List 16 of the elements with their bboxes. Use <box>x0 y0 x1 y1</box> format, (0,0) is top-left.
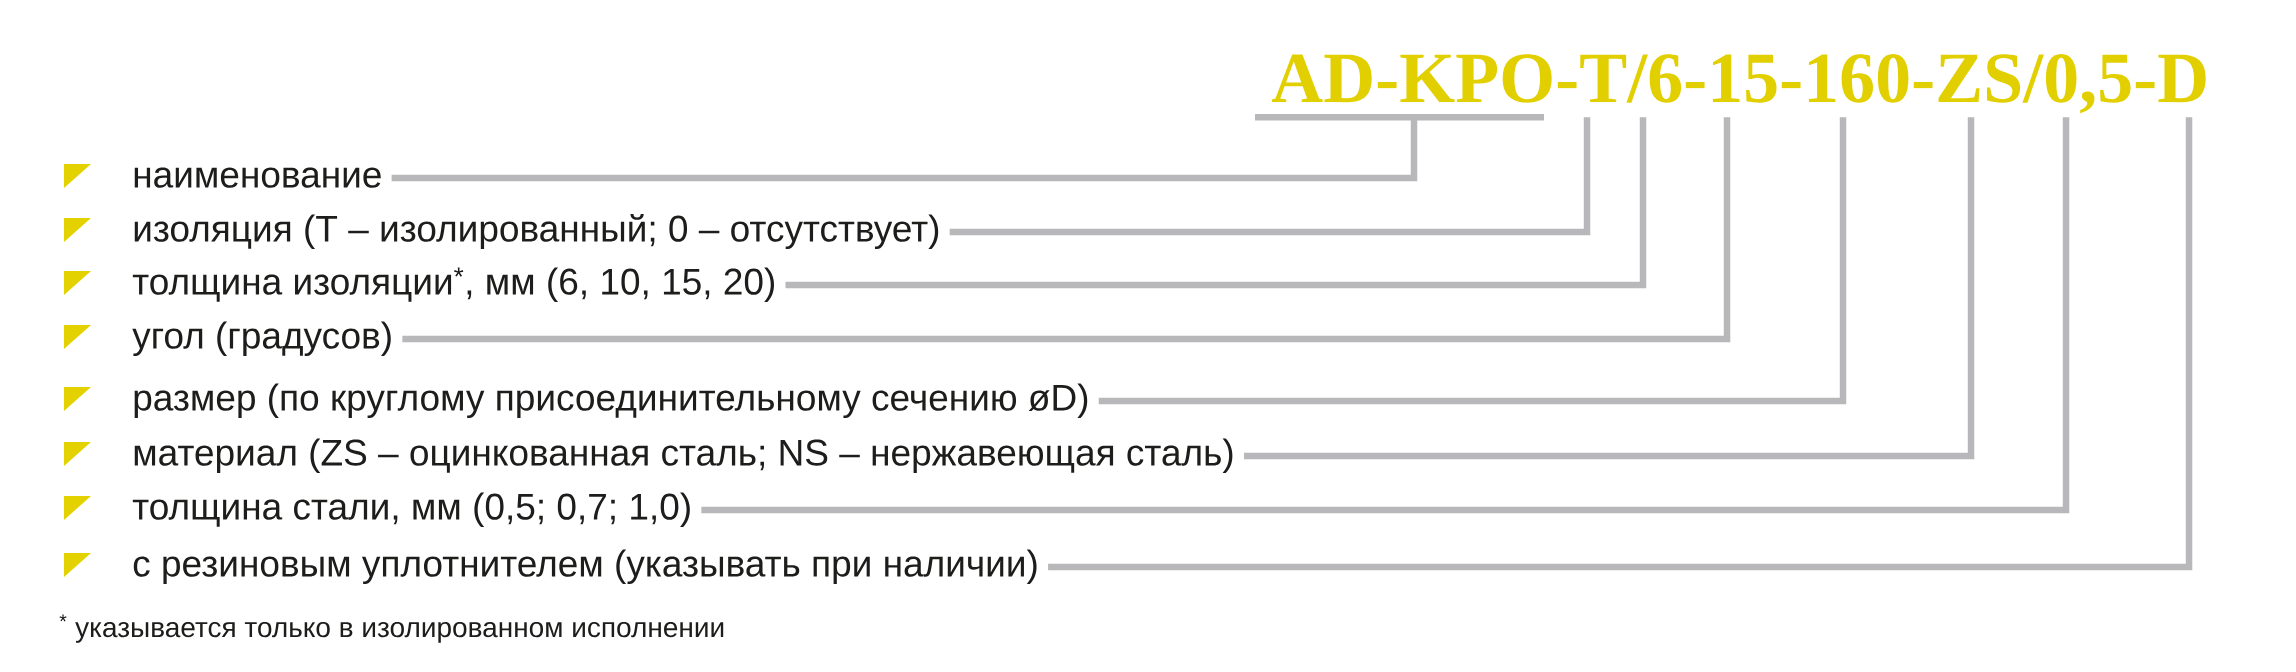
product-code: AD-KPO-T/6-15-160-ZS/0,5-D <box>1271 54 2206 114</box>
description-text: угол (градусов) <box>132 321 391 357</box>
description-text: с резиновым уплотнителем (указывать при наличии) <box>133 549 1037 585</box>
leader-line <box>949 117 1591 236</box>
leader-line <box>785 117 1647 289</box>
description-text: размер (по круглому присоединительному сечению øD) <box>134 383 1088 419</box>
description-text: изоляция (T – изолированный; 0 – отсутствует) <box>134 213 939 250</box>
description-text: наименование <box>134 167 381 188</box>
leader-line <box>1243 117 1975 460</box>
leader-line <box>701 117 2070 514</box>
description-text: толщина стали, мм (0,5; 0,7; 1,0) <box>132 492 690 528</box>
leader-line <box>402 117 1731 343</box>
leader-line <box>1098 117 1847 405</box>
footnote: $^{*}$ указывается только в изолированном исполнении <box>59 614 724 643</box>
description-text: толщина изоляции$^{*}$, мм (6, 10, 15, 20) <box>132 267 774 303</box>
description-text: материал (ZS – оцинкованная сталь; NS – нержавеющая сталь) <box>134 438 1233 474</box>
